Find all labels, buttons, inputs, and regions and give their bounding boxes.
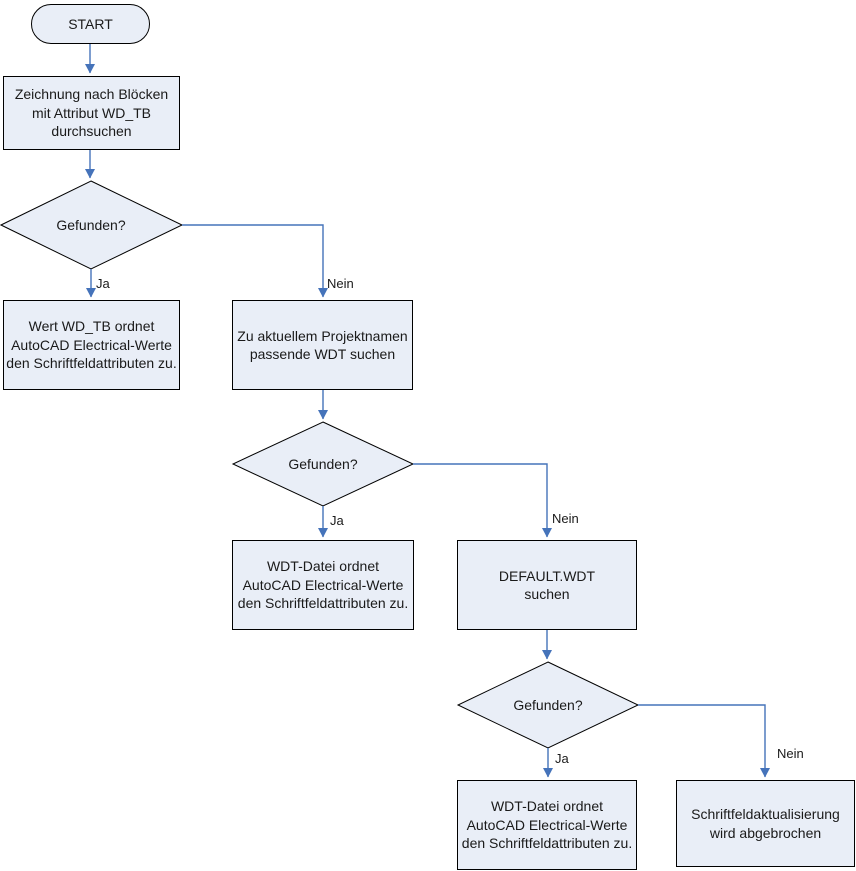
node-search-blocks: Zeichnung nach Blöcken mit Attribut WD_T… — [3, 76, 180, 150]
node-assign-wdt-values: WDT-Datei ordnet AutoCAD Electrical-Wert… — [232, 540, 414, 630]
node-label: WDT-Datei ordnet AutoCAD Electrical-Wert… — [237, 558, 409, 612]
edge-label-ja-3: Ja — [555, 751, 569, 766]
node-search-project-wdt: Zu aktuellem Projektnamen passende WDT s… — [232, 300, 413, 390]
edge-label-ja-1: Ja — [96, 276, 110, 291]
edge-label-nein-3: Nein — [777, 746, 804, 761]
edge-label-nein-1: Nein — [327, 276, 354, 291]
edge-decision-1-nein — [182, 224, 328, 298]
node-label: START — [68, 15, 113, 32]
edge-decision-3-nein — [638, 704, 770, 778]
edge-decision-2-nein — [413, 463, 552, 538]
node-search-default-wdt: DEFAULT.WDT suchen — [457, 540, 637, 630]
node-label: WDT-Datei ordnet AutoCAD Electrical-Wert… — [461, 798, 633, 852]
node-label: Zeichnung nach Blöcken mit Attribut WD_T… — [14, 86, 169, 140]
edge-label-nein-2: Nein — [552, 511, 579, 526]
node-abort-update: Schriftfeldaktualisierung wird abgebroch… — [676, 780, 855, 867]
node-assign-default-wdt-values: WDT-Datei ordnet AutoCAD Electrical-Wert… — [457, 780, 637, 870]
decision-3-shape — [456, 661, 640, 749]
edge-label-ja-2: Ja — [330, 513, 344, 528]
decision-2-shape — [231, 421, 415, 507]
node-label: Zu aktuellem Projektnamen passende WDT s… — [237, 327, 408, 362]
node-assign-wdtb-values: Wert WD_TB ordnet AutoCAD Electrical-Wer… — [3, 300, 180, 390]
node-start-terminator: START — [31, 4, 150, 44]
node-label: Wert WD_TB ordnet AutoCAD Electrical-Wer… — [6, 318, 177, 372]
decision-1-shape — [0, 180, 184, 270]
node-label: Schriftfeldaktualisierung wird abgebroch… — [691, 806, 840, 841]
node-label: DEFAULT.WDT suchen — [498, 567, 596, 602]
